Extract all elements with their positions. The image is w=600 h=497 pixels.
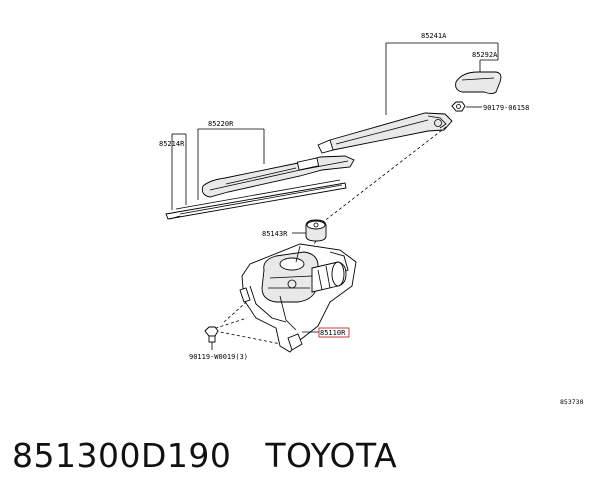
blade-refill	[165, 179, 347, 220]
label-nut[interactable]: 90179-06158	[483, 104, 529, 112]
arm-assy-callout	[385, 42, 499, 115]
wiper-motor	[239, 243, 357, 353]
bolt	[204, 326, 219, 343]
footer-part-number: 851300D190	[12, 435, 232, 475]
nut	[451, 101, 466, 112]
wiper-blade	[201, 155, 355, 198]
bolt-leader-3	[223, 295, 254, 323]
arm-to-bushing-leader	[322, 126, 447, 223]
parts-diagram: 85241A 85292A 90179-06158 85220R 85214R	[159, 32, 584, 406]
label-cap[interactable]: 85292A	[472, 51, 498, 59]
label-bolt[interactable]: 90119-W0019(3)	[189, 353, 248, 361]
label-arm-assy[interactable]: 85241A	[421, 32, 447, 40]
drawing-number: 853730	[560, 398, 584, 406]
label-blade[interactable]: 85220R	[208, 120, 234, 128]
label-bushing[interactable]: 85143R	[262, 230, 288, 238]
wiper-arm	[317, 112, 453, 154]
footer-caption: 851300D190 TOYOTA	[12, 430, 397, 480]
arm-cap	[455, 71, 502, 94]
label-refill[interactable]: 85214R	[159, 140, 185, 148]
bushing	[305, 219, 327, 242]
footer-brand: TOYOTA	[265, 435, 398, 475]
blade-callout	[171, 128, 265, 210]
label-motor[interactable]: 85110R	[320, 329, 346, 337]
motor-label-highlight	[318, 327, 350, 338]
